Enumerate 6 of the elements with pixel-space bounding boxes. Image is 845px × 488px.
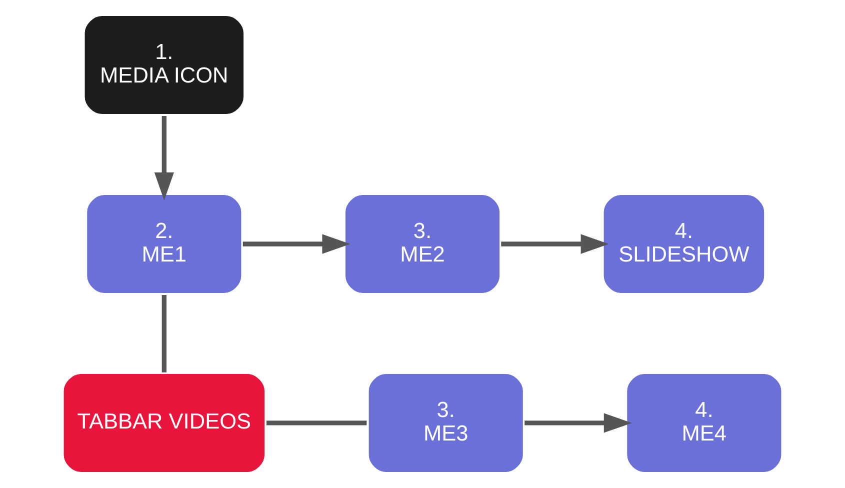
connector	[162, 295, 166, 372]
arrow	[242, 234, 350, 254]
arrow	[154, 116, 174, 200]
arrow	[524, 413, 632, 433]
connector	[266, 420, 367, 426]
arrow	[501, 234, 609, 254]
